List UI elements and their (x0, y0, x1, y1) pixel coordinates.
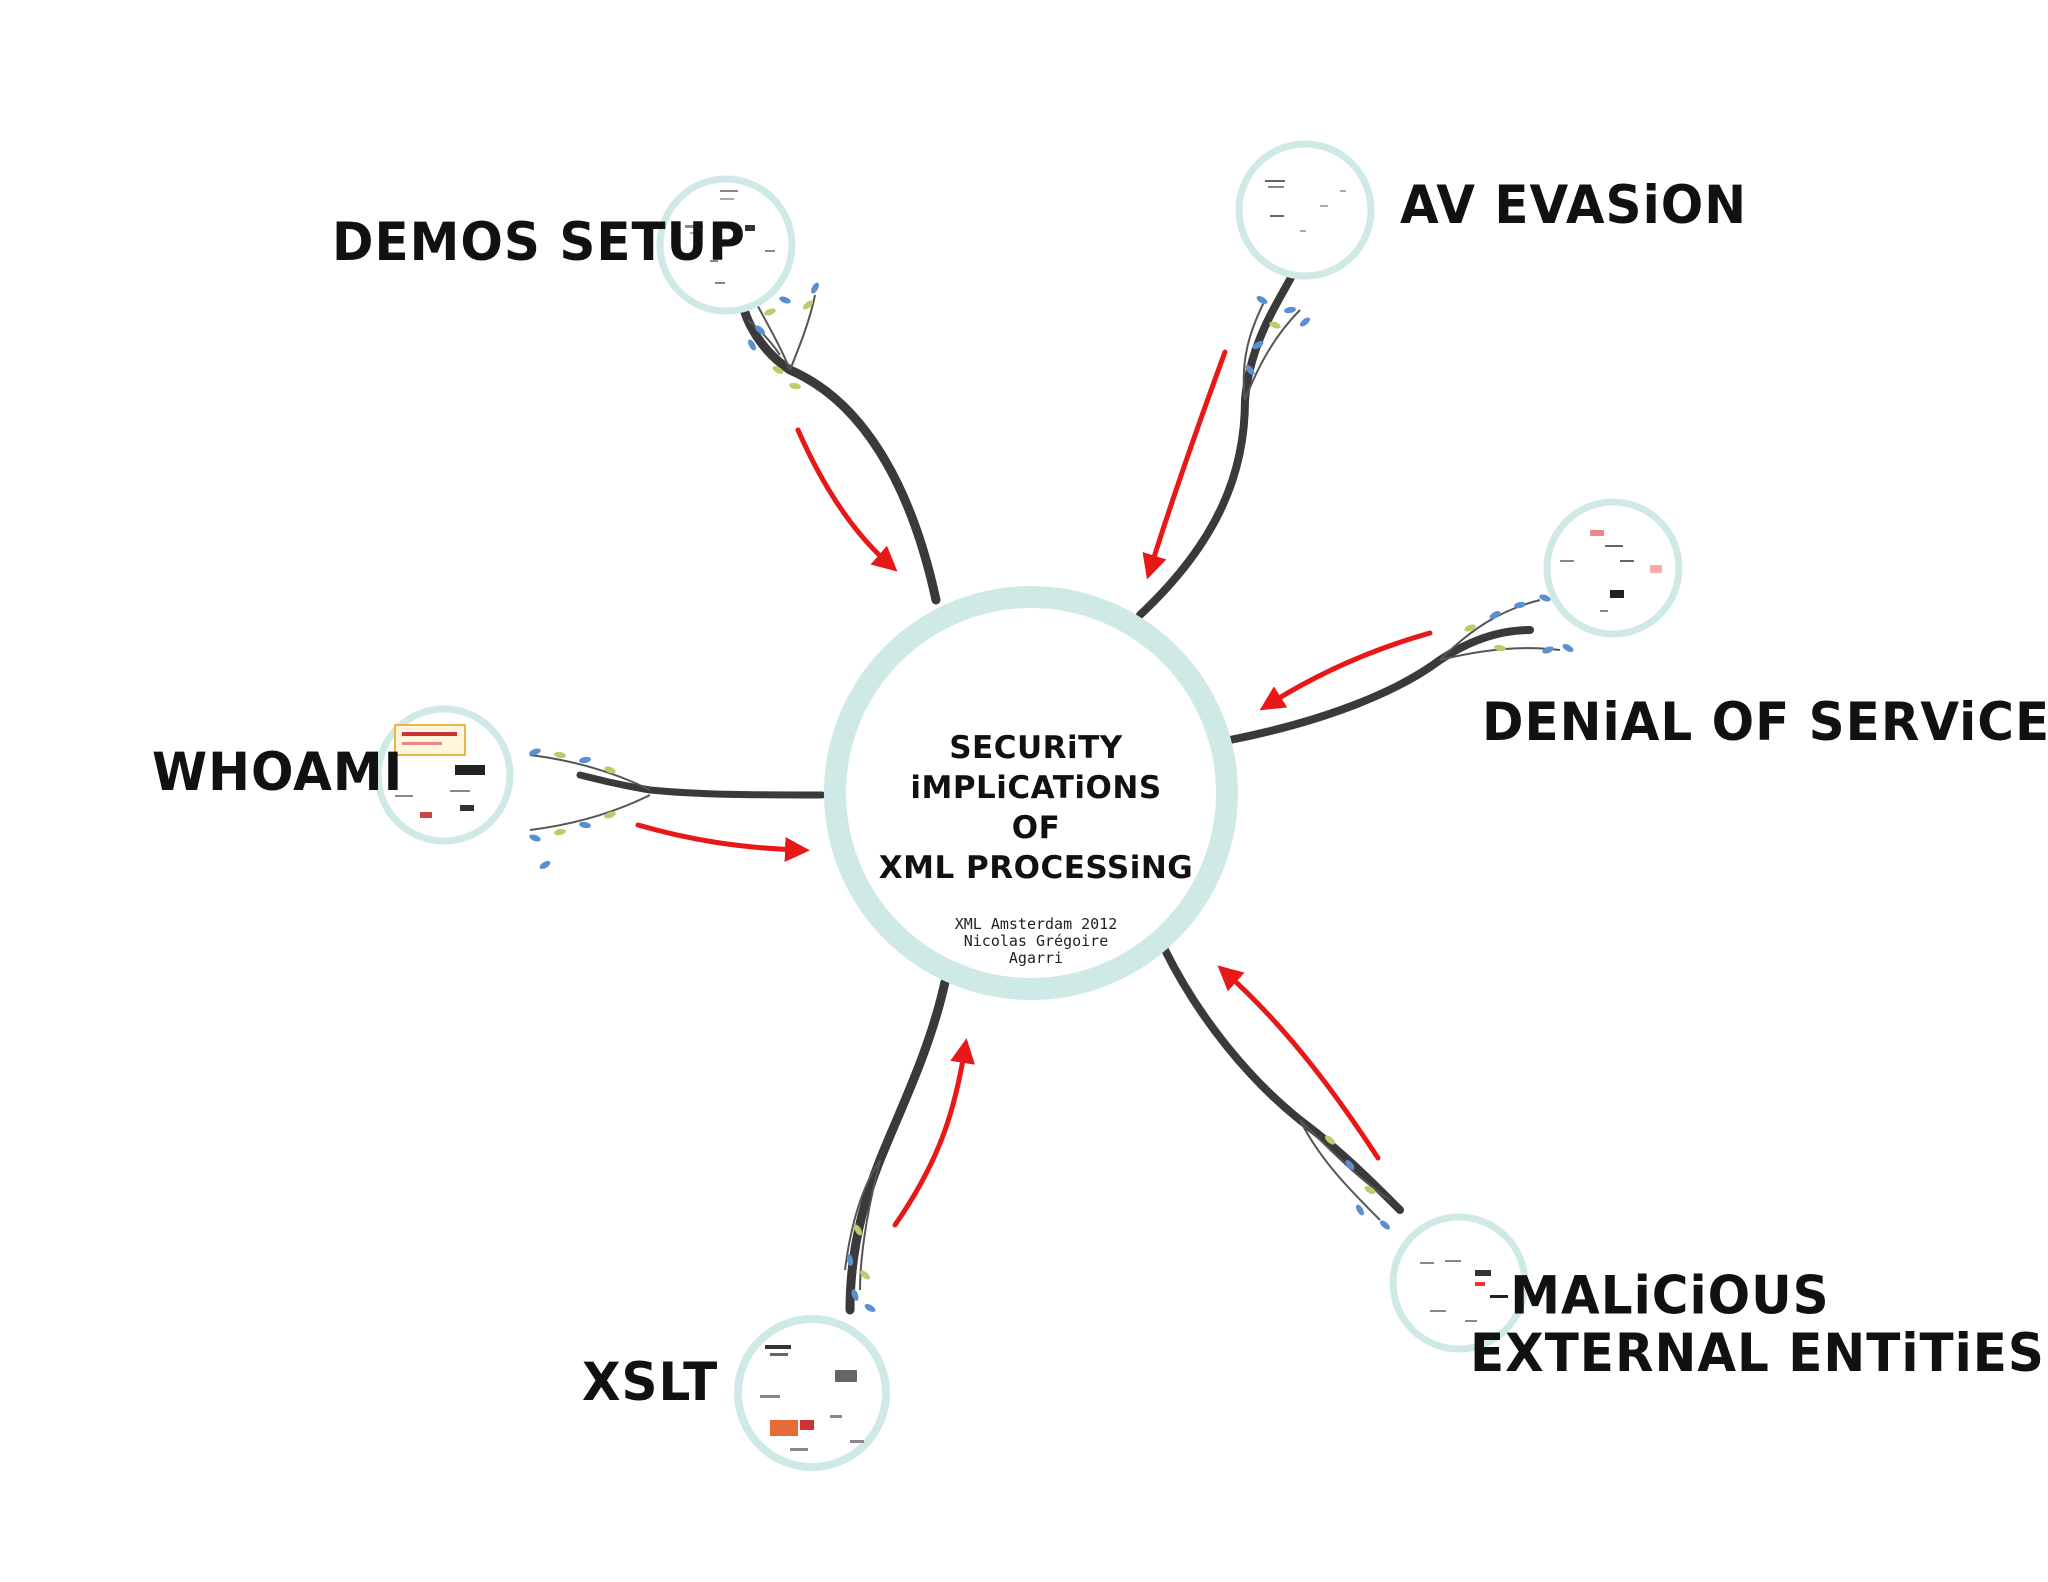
thumb-xslt (734, 1315, 890, 1471)
branch-xslt (845, 977, 950, 1315)
branch-mee (1161, 946, 1404, 1214)
arrow-whoami (635, 822, 810, 862)
arrow-xslt (892, 1038, 975, 1228)
center-title-line-2: OF (1011, 810, 1061, 846)
center-subtitle-event: XML Amsterdam 2012 (954, 915, 1118, 933)
branch-whoami (576, 771, 826, 799)
topic-xslt[interactable]: XSLT (582, 1351, 719, 1413)
thumb-mee (1389, 1213, 1529, 1353)
arrow-dos (1259, 630, 1433, 711)
topic-mee-line-1: MALiCiOUS (1510, 1265, 1830, 1327)
thumbnails (374, 140, 1683, 1471)
branch-demos-setup (737, 295, 941, 605)
thumb-whoami (374, 705, 514, 845)
center-title: SECURiTY iMPLiCATiONS OF XML PROCESSiNG (836, 728, 1236, 888)
topic-whoami[interactable]: WHOAMI (152, 741, 404, 803)
arrows (635, 349, 1433, 1228)
center-ring (824, 586, 1238, 1000)
center-title-line-3: XML PROCESSiNG (878, 850, 1194, 886)
leaves (529, 282, 1574, 1312)
thumb-demos-setup (656, 175, 796, 315)
topic-mee-line-2: EXTERNAL ENTiTiES (1470, 1322, 2045, 1384)
thumb-av-evasion (1235, 140, 1375, 280)
thumb-dos (1543, 498, 1683, 638)
center-subtitle: XML Amsterdam 2012 Nicolas Grégoire Agar… (886, 916, 1186, 967)
branches (576, 266, 1534, 1315)
branch-av-evasion (1136, 266, 1299, 619)
arrow-mee (1217, 965, 1381, 1161)
center-node (824, 586, 1238, 1000)
topic-malicious-external-entities[interactable]: MALiCiOUS EXTERNAL ENTiTiES (1470, 1265, 2045, 1384)
topic-denial-of-service[interactable]: DENiAL OF SERViCE (1482, 691, 2048, 753)
center-subtitle-company: Agarri (1008, 949, 1064, 967)
center-title-line-1: SECURiTY iMPLiCATiONS (910, 730, 1162, 806)
topic-demos-setup[interactable]: DEMOS SETUP (332, 211, 746, 273)
center-subtitle-author: Nicolas Grégoire (963, 932, 1109, 950)
arrow-av-evasion (1142, 349, 1228, 580)
topic-av-evasion[interactable]: AV EVASiON (1400, 174, 1748, 236)
arrow-demos-setup (795, 427, 898, 572)
branch-dos (1226, 626, 1534, 744)
